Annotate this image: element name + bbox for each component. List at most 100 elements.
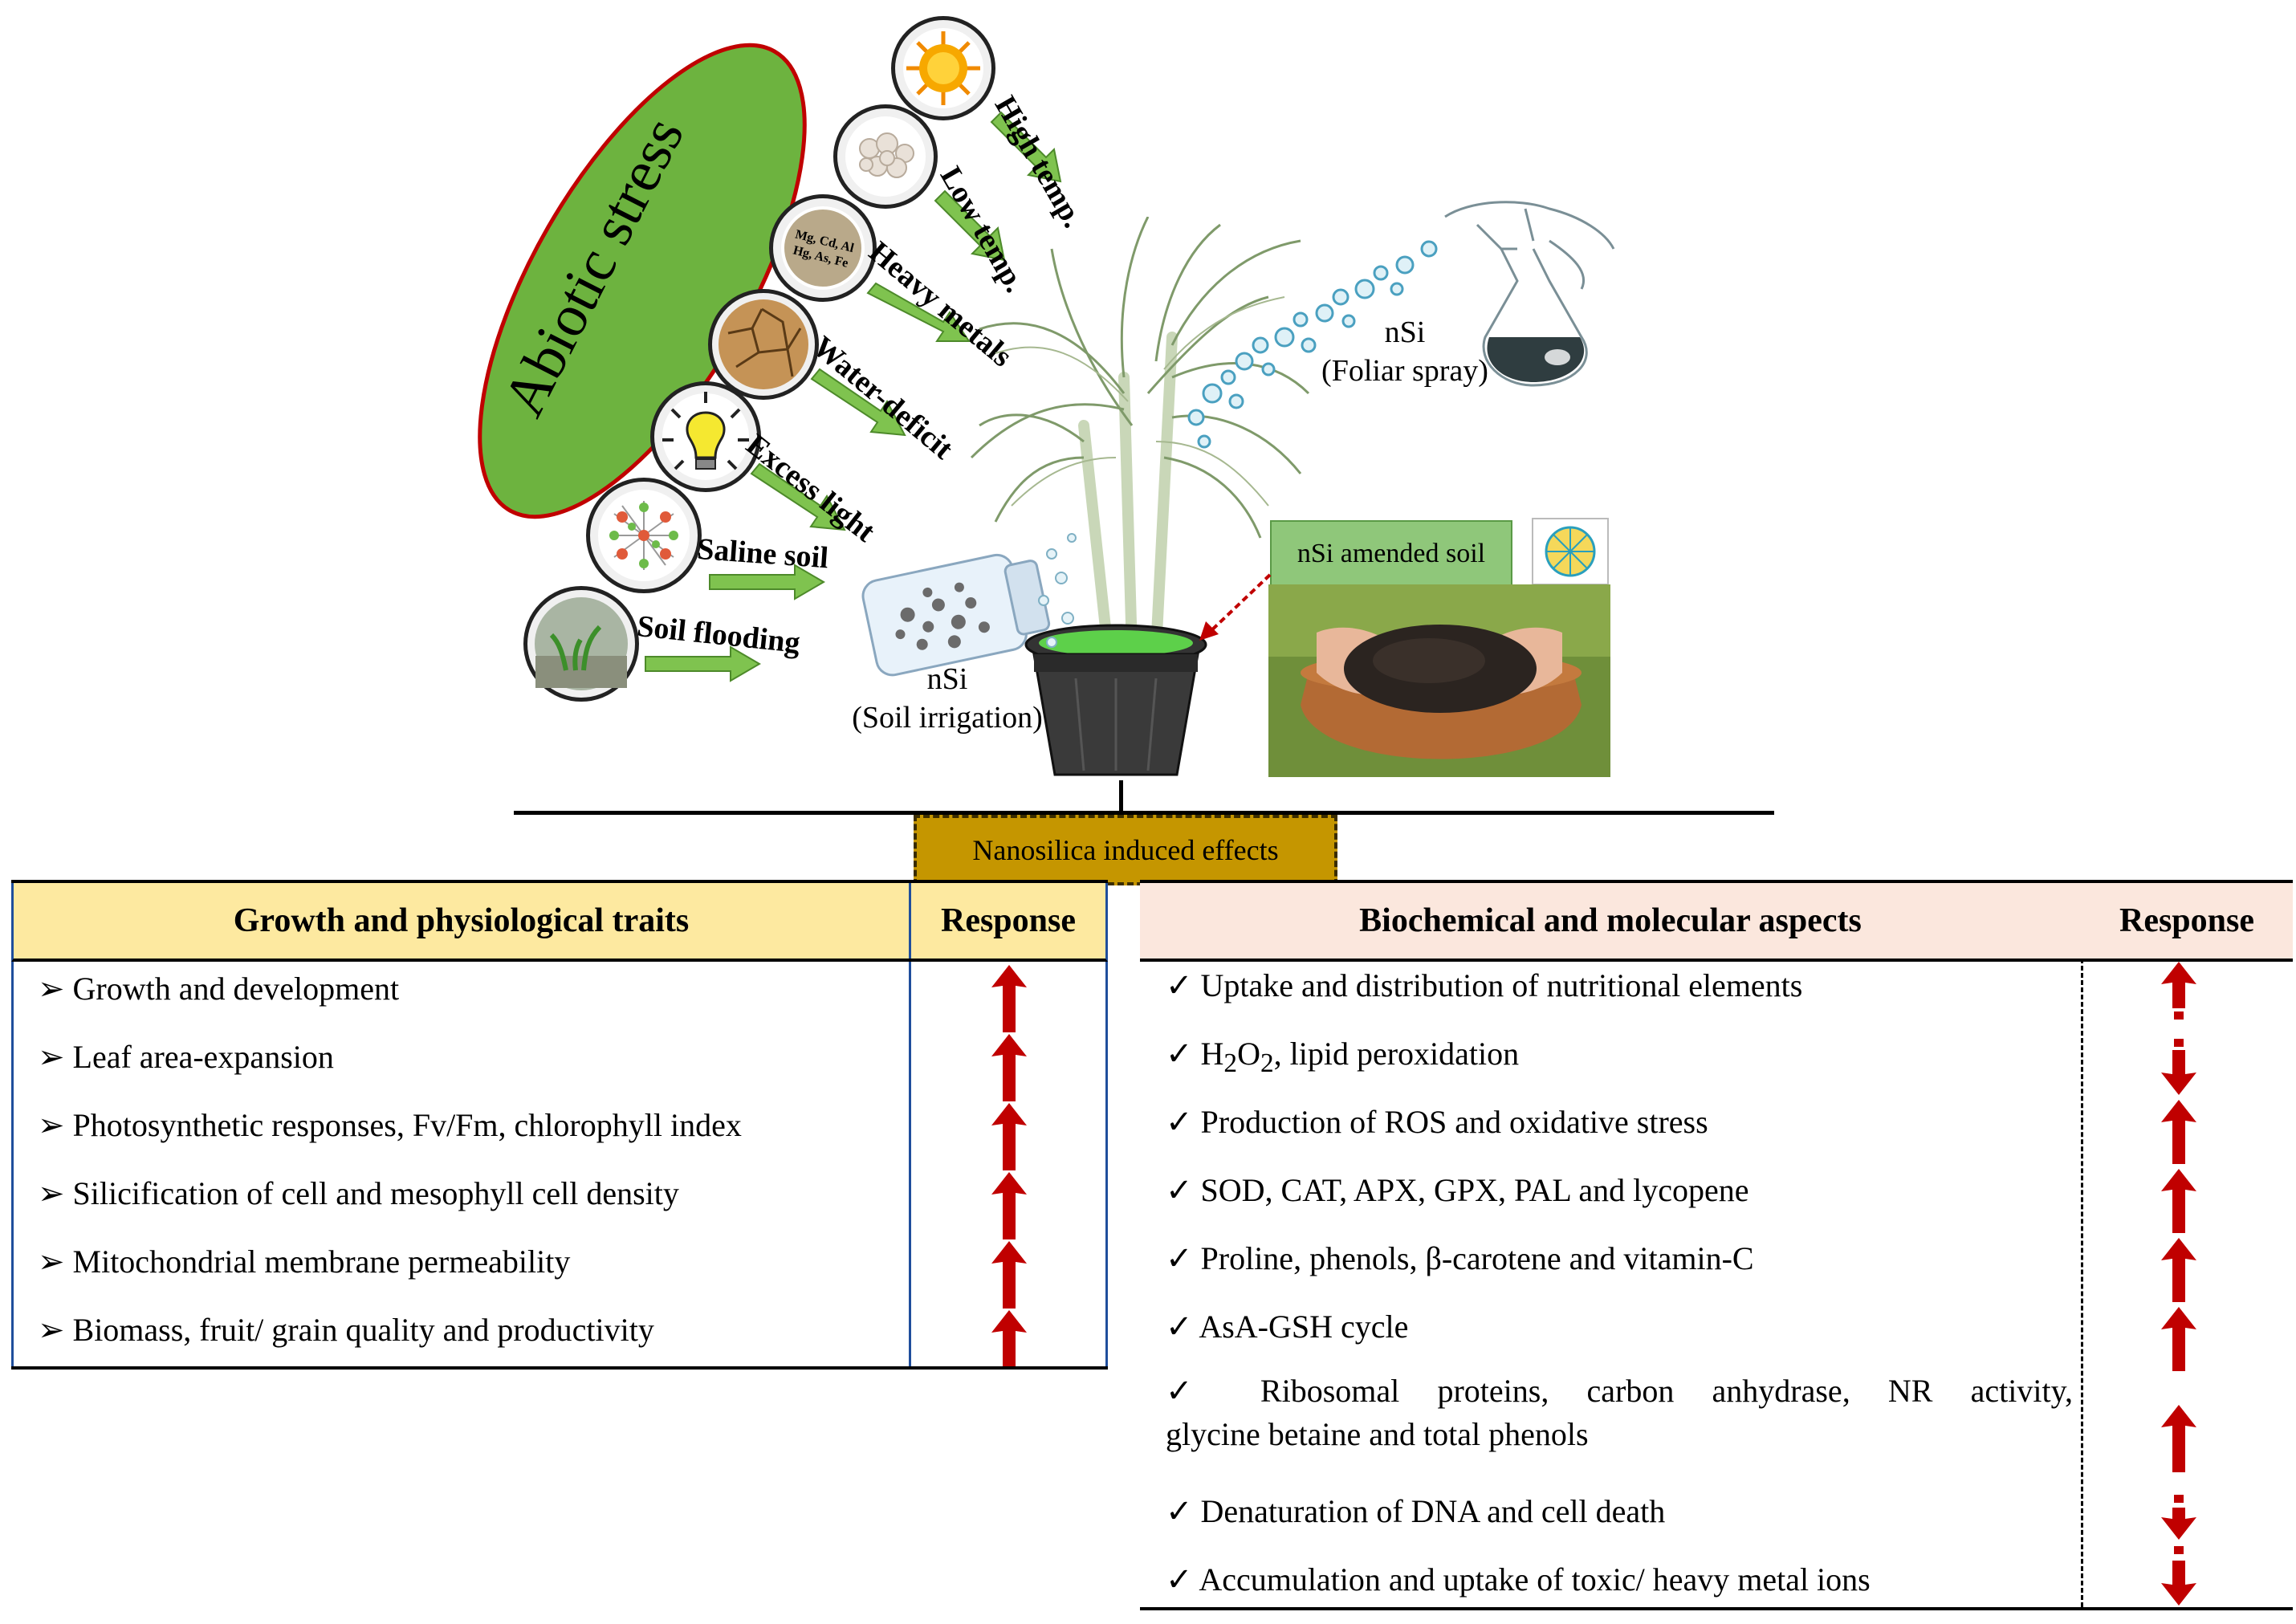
response-up-arrow-icon: [991, 1103, 1027, 1170]
table-row: ✓ Uptake and distribution of nutritional…: [1166, 967, 1802, 1004]
plant-pot-image: [1024, 624, 1207, 776]
right-table-header: Biochemical and molecular aspects Respon…: [1140, 883, 2293, 962]
right-header-trait: Biochemical and molecular aspects: [1359, 902, 1862, 939]
saline-soil-arrow: [709, 564, 825, 600]
soil-in-hands-image: [1268, 584, 1610, 777]
table-row: ➢ Leaf area-expansion: [38, 1038, 334, 1076]
cracked-soil-icon: [708, 289, 819, 400]
response-up-arrow-icon: [2161, 1405, 2196, 1472]
connector-vertical-line: [1119, 780, 1123, 812]
arrow-bullet-icon: ➢: [38, 1107, 65, 1143]
check-bullet-icon: ✓: [1166, 1036, 1193, 1072]
table-row: ✓ AsA-GSH cycle: [1166, 1308, 1408, 1345]
foliar-nsi-line2: (Foliar spray): [1321, 354, 1488, 388]
row-text-h2o2: H2O2, lipid peroxidation: [1200, 1036, 1520, 1078]
left-table-body: ➢ Growth and development ➢ Leaf area-exp…: [11, 962, 1108, 1366]
arrow-bullet-icon: ➢: [38, 1039, 65, 1075]
check-bullet-icon: ✓: [1166, 1104, 1193, 1140]
response-up-arrow-icon: [2161, 1238, 2196, 1302]
check-bullet-icon: ✓: [1166, 1240, 1193, 1276]
arrow-bullet-icon: ➢: [38, 971, 65, 1007]
table-row: ➢ Silicification of cell and mesophyll c…: [38, 1174, 679, 1212]
arrow-bullet-icon: ➢: [38, 1175, 65, 1211]
response-up-arrow-icon: [991, 1241, 1027, 1309]
table-row: ➢ Biomass, fruit/ grain quality and prod…: [38, 1311, 654, 1349]
high-temp-arrow: [990, 111, 1062, 183]
right-response-arrows: [2161, 962, 2196, 1606]
row-text: AsA-GSH cycle: [1199, 1309, 1409, 1345]
biochemical-molecular-table: Biochemical and molecular aspects Respon…: [1140, 880, 2293, 1610]
row-text: Mitochondrial membrane permeability: [72, 1243, 571, 1280]
amended-soil-pointer-arrow: [1199, 573, 1272, 641]
arrow-bullet-icon: ➢: [38, 1243, 65, 1280]
response-up-arrow-icon: [2161, 1100, 2196, 1164]
sun-icon: [891, 16, 995, 120]
ice-crystals-icon: [833, 104, 938, 209]
table-row: ✓ Production of ROS and oxidative stress: [1166, 1103, 1708, 1141]
table-row: ✓ H2O2, lipid peroxidation: [1166, 1035, 1519, 1079]
salt-crystal-icon: [586, 478, 702, 593]
response-up-arrow-icon: [991, 1172, 1027, 1239]
check-bullet-icon: ✓: [1166, 1309, 1193, 1345]
row-text: Photosynthetic responses, Fv/Fm, chlorop…: [72, 1107, 742, 1143]
nanosilica-effects-label: Nanosilica induced effects: [972, 834, 1279, 866]
amended-soil-label: nSi amended soil: [1297, 539, 1486, 568]
response-up-arrow-icon: [2161, 1307, 2196, 1371]
irrigation-jar-image: [861, 533, 1077, 677]
response-down-arrow-icon: [2161, 1508, 2196, 1540]
amended-soil-label-box: nSi amended soil: [1270, 520, 1512, 588]
table-row: ➢ Photosynthetic responses, Fv/Fm, chlor…: [38, 1106, 742, 1144]
sugarcane-plant-image: [970, 217, 1310, 656]
row-text: SOD, CAT, APX, GPX, PAL and lycopene: [1200, 1172, 1749, 1208]
right-header-response: Response: [2119, 902, 2255, 939]
table-row: ✓ Accumulation and uptake of toxic/ heav…: [1166, 1561, 1871, 1598]
response-up-arrow-icon: [991, 1034, 1027, 1101]
excess-light-arrow: [750, 462, 846, 531]
table-row: ✓ SOD, CAT, APX, GPX, PAL and lycopene: [1166, 1171, 1749, 1209]
growth-physiology-table: Growth and physiological traits Response…: [11, 880, 1108, 1370]
table-row: ➢ Growth and development: [38, 970, 399, 1007]
water-deficit-arrow: [810, 368, 906, 437]
table-row: ➢ Mitochondrial membrane permeability: [38, 1243, 570, 1280]
response-up-arrow-icon: [2161, 1169, 2196, 1233]
left-response-arrows: [991, 965, 1027, 1366]
check-bullet-icon: ✓: [1166, 1172, 1193, 1208]
heavy-metals-icon: Mg, Cd, Al Hg, As, Fe: [769, 194, 877, 302]
nanoparticle-icon: [1532, 518, 1609, 585]
right-table-divider: [2081, 959, 2083, 1607]
response-up-arrow-icon: [2161, 962, 2196, 1008]
heavy-metals-arrow: [866, 282, 971, 342]
row-text-line2: glycine betaine and total phenols: [1166, 1416, 1589, 1452]
row-text: Production of ROS and oxidative stress: [1200, 1104, 1708, 1140]
left-header-trait: Growth and physiological traits: [14, 883, 911, 959]
left-header-response: Response: [940, 902, 1077, 939]
response-up-arrow-icon: [991, 1310, 1027, 1366]
response-up-arrow-icon: [991, 965, 1027, 1032]
row-text: Biomass, fruit/ grain quality and produc…: [72, 1312, 654, 1348]
response-down-arrow-icon: [2161, 1050, 2196, 1095]
light-bulb-icon: [650, 381, 761, 492]
foliar-nsi-label: nSi (Foliar spray): [1284, 313, 1525, 390]
row-text: Accumulation and uptake of toxic/ heavy …: [1199, 1561, 1871, 1598]
irrigation-nsi-line2: (Soil irrigation): [852, 701, 1043, 735]
check-bullet-icon: ✓: [1166, 967, 1193, 1003]
row-text: Denaturation of DNA and cell death: [1200, 1493, 1666, 1529]
check-bullet-icon: ✓: [1166, 1373, 1223, 1409]
foliar-spray-droplets: [1187, 240, 1438, 449]
low-temp-arrow: [934, 189, 1006, 262]
row-text: Uptake and distribution of nutritional e…: [1200, 967, 1803, 1003]
table-row: ✓ Proline, phenols, β-carotene and vitam…: [1166, 1239, 1754, 1277]
row-text: Growth and development: [72, 971, 400, 1007]
response-down-arrow-icon: [2161, 1561, 2196, 1606]
arrow-bullet-icon: ➢: [38, 1312, 65, 1348]
left-table-divider: [909, 962, 911, 1366]
irrigation-nsi-line1: nSi: [926, 662, 968, 696]
left-table-header: Growth and physiological traits Response: [11, 883, 1108, 962]
table-row: ✓ Ribosomal proteins, carbon anhydrase, …: [1166, 1370, 2073, 1456]
row-text: Leaf area-expansion: [72, 1039, 334, 1075]
foliar-nsi-line1: nSi: [1384, 315, 1426, 349]
row-text: Silicification of cell and mesophyll cel…: [72, 1175, 679, 1211]
nanosilica-effects-box: Nanosilica induced effects: [914, 815, 1337, 885]
soil-flooding-arrow: [645, 645, 761, 682]
spray-bottle-image: [1444, 201, 1615, 387]
